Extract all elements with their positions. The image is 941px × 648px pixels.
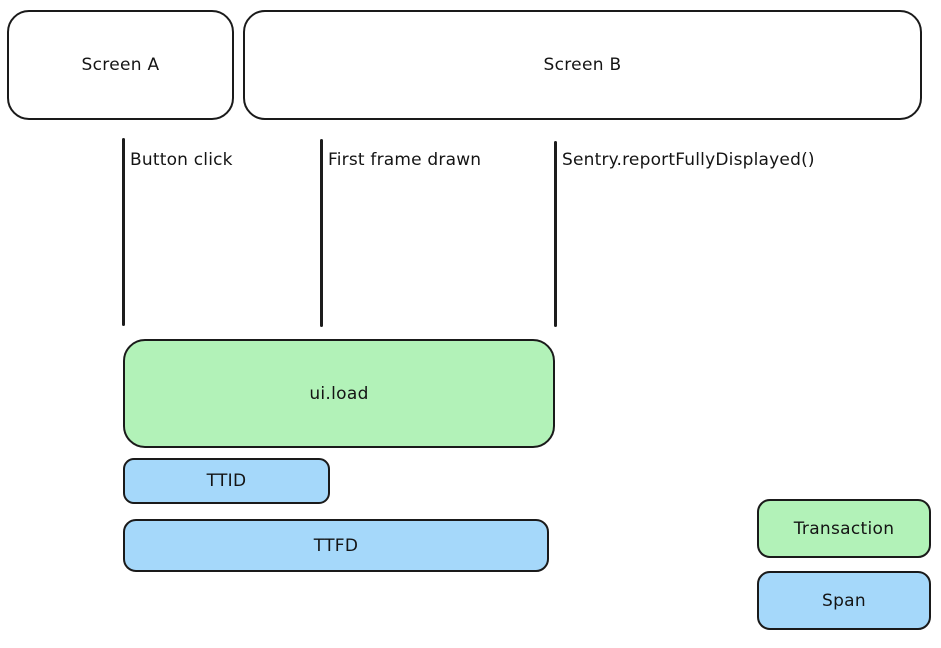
- marker-label-first-frame-drawn: First frame drawn: [328, 150, 482, 170]
- legend-span-swatch: Span: [757, 571, 931, 630]
- screen-b-label: Screen B: [543, 55, 622, 75]
- bar-ttfd-label: TTFD: [313, 535, 359, 556]
- bar-ui-load: ui.load: [123, 339, 555, 448]
- marker-line-button-click: [122, 138, 125, 326]
- legend-transaction-label: Transaction: [793, 518, 895, 539]
- bar-ttid-label: TTID: [206, 471, 247, 491]
- bar-ttfd: TTFD: [123, 519, 549, 572]
- marker-line-report-fully-displayed: [554, 141, 557, 327]
- marker-label-report-fully-displayed: Sentry.reportFullyDisplayed(): [562, 150, 815, 170]
- screen-b-box: Screen B: [243, 10, 922, 120]
- marker-line-first-frame-drawn: [320, 139, 323, 327]
- bar-ttid: TTID: [123, 458, 330, 504]
- legend-transaction-swatch: Transaction: [757, 499, 931, 558]
- legend-span-label: Span: [822, 590, 866, 611]
- marker-label-button-click: Button click: [130, 150, 233, 170]
- screen-a-box: Screen A: [7, 10, 234, 120]
- screen-a-label: Screen A: [81, 55, 160, 75]
- bar-ui-load-label: ui.load: [309, 383, 369, 404]
